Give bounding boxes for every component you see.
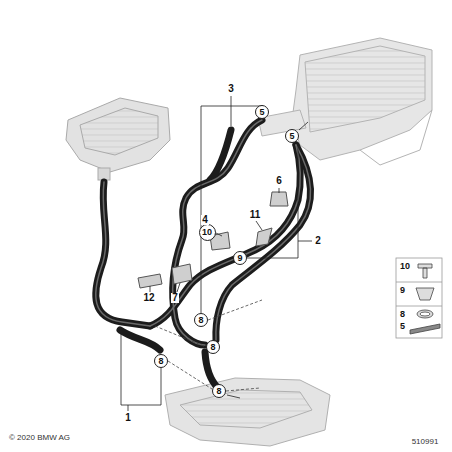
callout-number: 11 xyxy=(249,210,262,220)
callout-number: 8 xyxy=(198,316,203,325)
callout-circle: 5 xyxy=(255,105,269,119)
callout-number: 3 xyxy=(227,84,235,94)
callout-number: 8 xyxy=(210,343,215,352)
callout-number: 2 xyxy=(314,236,322,246)
heater-unit xyxy=(258,38,432,165)
callout-circle: 8 xyxy=(194,313,208,327)
callout-circle: 10 xyxy=(199,224,216,241)
legend-box: 85 xyxy=(396,306,418,338)
credit-text: 510991 xyxy=(411,438,440,446)
callout-number: 8 xyxy=(158,357,163,366)
callout-number: 5 xyxy=(400,322,405,331)
callout-circle: 9 xyxy=(233,251,247,265)
engine-block xyxy=(165,378,330,446)
callout-number: 5 xyxy=(289,132,294,141)
coolant-valve xyxy=(66,98,170,180)
callout-circle: 8 xyxy=(212,384,226,398)
callout-number: 9 xyxy=(400,286,405,295)
legend-box: 10 xyxy=(396,258,418,282)
coolant-hoses xyxy=(96,120,311,388)
callout-number: 9 xyxy=(237,254,242,263)
callout-circle: 5 xyxy=(285,129,299,143)
callout-number: 4 xyxy=(201,215,209,225)
callout-number: 12 xyxy=(142,293,155,303)
callout-number: 1 xyxy=(124,413,132,423)
legend-box: 9 xyxy=(396,282,418,306)
callout-number: 7 xyxy=(171,293,179,303)
credit-text: © 2020 BMW AG xyxy=(8,434,71,442)
callout-number: 6 xyxy=(275,176,283,186)
callout-number: 8 xyxy=(216,387,221,396)
dashed-lines xyxy=(155,300,262,391)
callout-number: 8 xyxy=(400,310,405,319)
legend-icons xyxy=(396,258,442,338)
callout-number: 10 xyxy=(400,262,410,271)
leader-lines xyxy=(121,96,312,411)
callout-number: 10 xyxy=(202,228,212,237)
callout-number: 5 xyxy=(259,108,264,117)
callout-circle: 8 xyxy=(206,340,220,354)
clips xyxy=(138,192,288,288)
callout-circle: 8 xyxy=(154,354,168,368)
